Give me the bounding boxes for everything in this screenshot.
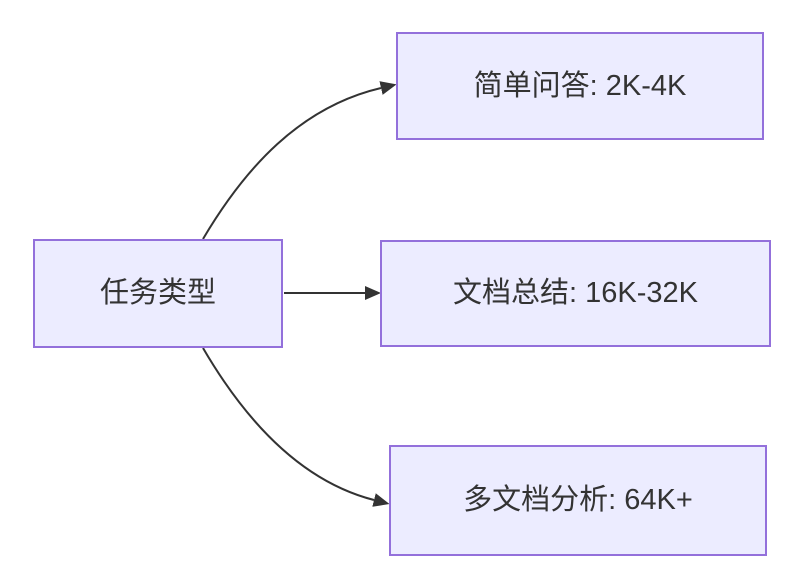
edge-root-to-simple-qa	[202, 81, 397, 240]
edge-root-to-multi-doc	[202, 347, 390, 507]
node-doc-summary-label: 文档总结: 16K-32K	[453, 277, 698, 310]
node-task-type-label: 任务类型	[99, 277, 216, 310]
node-task-type: 任务类型	[33, 239, 283, 348]
node-multi-doc-analysis-label: 多文档分析: 64K+	[463, 484, 693, 517]
node-simple-qa-label: 简单问答: 2K-4K	[473, 69, 687, 102]
node-multi-doc-analysis: 多文档分析: 64K+	[389, 445, 767, 556]
node-simple-qa: 简单问答: 2K-4K	[396, 32, 764, 140]
node-doc-summary: 文档总结: 16K-32K	[380, 240, 771, 347]
